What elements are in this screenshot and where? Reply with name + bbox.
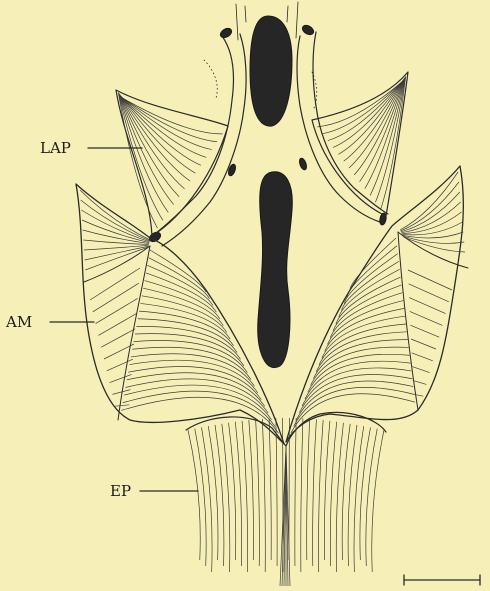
right-mid-node [298,157,308,170]
lap-muscle-left [116,90,228,236]
am-muscle-left [76,184,284,444]
label-lap-text: LAP [40,139,71,157]
label-am-text: AM [5,313,32,331]
left-mid-node [227,163,237,176]
am-muscle-right [286,166,468,442]
scale-bar [404,575,480,585]
label-lap: LAP [40,139,142,157]
label-am: AM [5,313,94,331]
right-top-node [301,24,315,37]
left-top-node [219,27,233,40]
label-ep: EP [110,482,198,500]
label-ep-text: EP [110,482,131,500]
upper-dark-mass [250,16,292,126]
ep-muscle [186,412,386,586]
lower-dark-mass [258,172,293,368]
central-skeleton [148,2,388,368]
left-end-node [148,231,162,244]
